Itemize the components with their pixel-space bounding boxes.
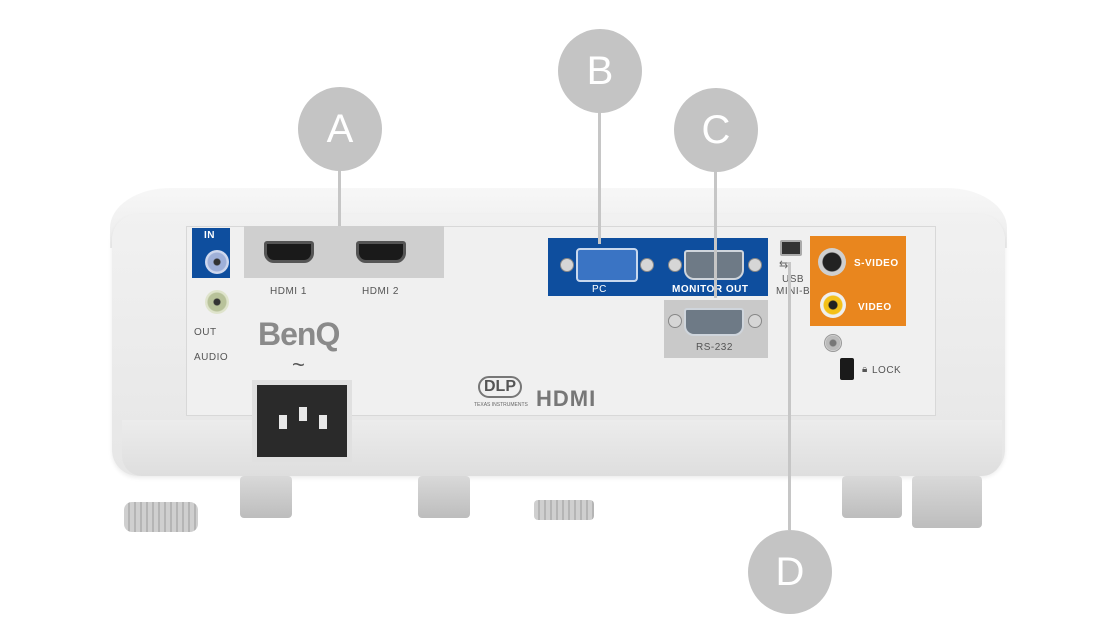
callout-a-line	[338, 166, 341, 226]
screw	[668, 258, 682, 272]
out-label: OUT	[194, 327, 217, 338]
screw	[748, 314, 762, 328]
callout-c: C	[674, 88, 758, 172]
ac-pin	[279, 415, 287, 429]
foot	[240, 476, 292, 518]
ac-pin	[319, 415, 327, 429]
video-label: VIDEO	[858, 302, 892, 313]
rs232-label: RS-232	[696, 342, 733, 353]
callout-b-line	[598, 112, 601, 244]
s-video-label: S-VIDEO	[854, 258, 899, 269]
usb-label: USB	[782, 274, 805, 285]
usb-mini-b-port[interactable]	[780, 240, 802, 256]
hdmi-2-label: HDMI 2	[362, 286, 399, 297]
s-video-port[interactable]	[818, 248, 846, 276]
pc-vga-port[interactable]	[576, 248, 638, 282]
ac-symbol: ~	[292, 352, 305, 377]
video-port[interactable]	[820, 292, 846, 318]
screw	[748, 258, 762, 272]
screw	[640, 258, 654, 272]
monitor-out-label: MONITOR OUT	[672, 284, 749, 295]
foot	[912, 476, 982, 528]
callout-b: B	[558, 29, 642, 113]
hdmi-1-port[interactable]	[264, 241, 314, 263]
ac-pin	[299, 407, 307, 421]
lock-icon: 🔒︎	[862, 364, 868, 375]
audio-out-jack[interactable]	[205, 290, 229, 314]
hdmi-2-port[interactable]	[356, 241, 406, 263]
adjuster-foot-center[interactable]	[534, 500, 594, 520]
pc-label: PC	[592, 284, 607, 295]
callout-c-line	[714, 168, 717, 298]
callout-d-line	[788, 262, 791, 530]
in-label: IN	[204, 230, 215, 241]
mini-b-label: MINI-B	[776, 286, 811, 297]
brand-logo: BenQ	[258, 316, 340, 352]
hdmi-1-label: HDMI 1	[270, 286, 307, 297]
callout-d: D	[748, 530, 832, 614]
ac-power-inlet[interactable]	[252, 380, 352, 462]
dlp-logo: DLP TEXAS INSTRUMENTS	[474, 376, 528, 408]
foot	[418, 476, 470, 518]
screw	[668, 314, 682, 328]
hdmi-logo: HDMI	[536, 386, 597, 411]
lock-label: LOCK	[872, 365, 902, 376]
callout-a: A	[298, 87, 382, 171]
ground-screw	[824, 334, 842, 352]
kensington-lock-slot[interactable]	[840, 358, 854, 380]
audio-label: AUDIO	[194, 352, 229, 363]
audio-in-jack[interactable]	[205, 250, 229, 274]
adjuster-foot-left[interactable]	[124, 502, 198, 532]
foot	[842, 476, 902, 518]
screw	[560, 258, 574, 272]
usb-icon: ⇆	[779, 259, 789, 271]
rs232-port[interactable]	[684, 308, 744, 336]
